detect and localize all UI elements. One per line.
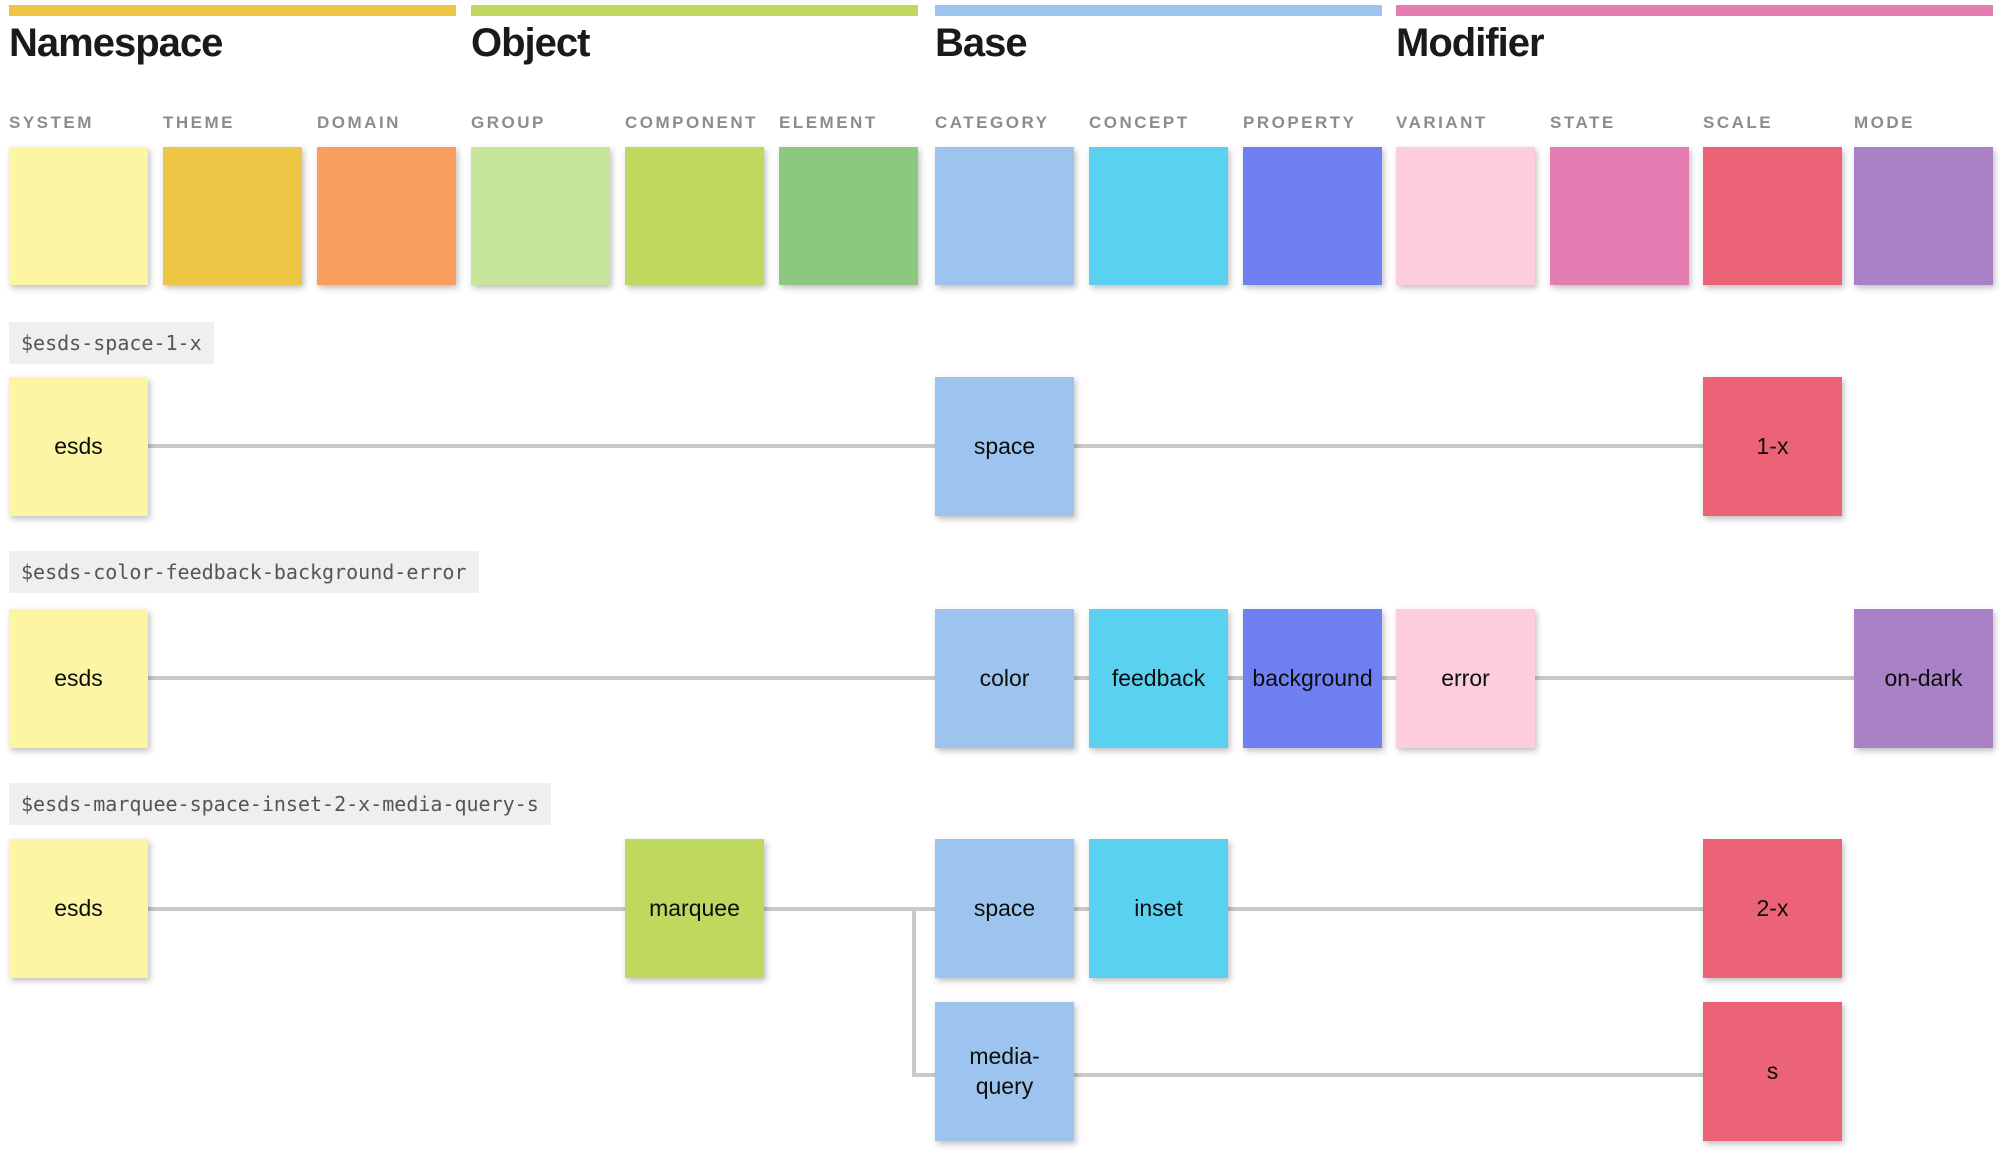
node-space-1: space xyxy=(935,377,1074,516)
connector-line xyxy=(148,907,625,911)
group-bar-object xyxy=(471,5,918,16)
token-chip-2: $esds-color-feedback-background-error xyxy=(9,551,479,593)
node-color: color xyxy=(935,609,1074,748)
node-2-x: 2-x xyxy=(1703,839,1842,978)
color-swatch-component xyxy=(625,147,764,285)
node-marquee: marquee xyxy=(625,839,764,978)
color-swatch-variant xyxy=(1396,147,1535,285)
column-label-scale: SCALE xyxy=(1703,113,1774,132)
node-esds-2: esds xyxy=(9,609,148,748)
column-label-mode: MODE xyxy=(1854,113,1915,132)
node-esds-1: esds xyxy=(9,377,148,516)
node-space-3: space xyxy=(935,839,1074,978)
connector-line xyxy=(1074,676,1089,680)
column-label-system: SYSTEM xyxy=(9,113,94,132)
connector-line xyxy=(1074,444,1703,448)
node-inset: inset xyxy=(1089,839,1228,978)
node-media-query: media-query xyxy=(935,1002,1074,1141)
connector-line xyxy=(764,907,935,911)
column-label-element: ELEMENT xyxy=(779,113,878,132)
color-swatch-concept xyxy=(1089,147,1228,285)
column-label-concept: CONCEPT xyxy=(1089,113,1190,132)
connector-line xyxy=(1074,1073,1703,1077)
color-swatch-element xyxy=(779,147,918,285)
color-swatch-scale xyxy=(1703,147,1842,285)
color-swatch-mode xyxy=(1854,147,1993,285)
token-chip-1: $esds-space-1-x xyxy=(9,322,214,364)
connector-line xyxy=(1535,676,1854,680)
color-swatch-state xyxy=(1550,147,1689,285)
connector-line xyxy=(1228,676,1243,680)
connector-line xyxy=(1382,676,1396,680)
group-heading-namespace: Namespace xyxy=(9,21,223,65)
node-feedback: feedback xyxy=(1089,609,1228,748)
column-label-theme: THEME xyxy=(163,113,235,132)
connector-line xyxy=(148,676,935,680)
connector-line xyxy=(912,1073,935,1077)
token-chip-3: $esds-marquee-space-inset-2-x-media-quer… xyxy=(9,783,551,825)
group-bar-base xyxy=(935,5,1382,16)
color-swatch-system xyxy=(9,147,148,285)
node-esds-3: esds xyxy=(9,839,148,978)
node-on-dark: on-dark xyxy=(1854,609,1993,748)
connector-line xyxy=(148,444,935,448)
connector-line xyxy=(1074,907,1089,911)
color-swatch-theme xyxy=(163,147,302,285)
column-label-state: STATE xyxy=(1550,113,1616,132)
group-bar-namespace xyxy=(9,5,456,16)
group-heading-base: Base xyxy=(935,21,1028,65)
column-label-component: COMPONENT xyxy=(625,113,758,132)
node-error: error xyxy=(1396,609,1535,748)
group-heading-modifier: Modifier xyxy=(1396,21,1545,65)
node-s: s xyxy=(1703,1002,1842,1141)
branch-line-vertical xyxy=(912,907,916,1077)
node-background: background xyxy=(1243,609,1382,748)
color-swatch-domain xyxy=(317,147,456,285)
column-label-variant: VARIANT xyxy=(1396,113,1488,132)
connector-line xyxy=(1228,907,1703,911)
column-label-category: CATEGORY xyxy=(935,113,1050,132)
column-label-group: GROUP xyxy=(471,113,546,132)
color-swatch-group xyxy=(471,147,610,285)
node-1-x: 1-x xyxy=(1703,377,1842,516)
color-swatch-category xyxy=(935,147,1074,285)
color-swatch-property xyxy=(1243,147,1382,285)
group-bar-modifier xyxy=(1396,5,1993,16)
group-heading-object: Object xyxy=(471,21,590,65)
column-label-property: PROPERTY xyxy=(1243,113,1357,132)
column-label-domain: DOMAIN xyxy=(317,113,401,132)
